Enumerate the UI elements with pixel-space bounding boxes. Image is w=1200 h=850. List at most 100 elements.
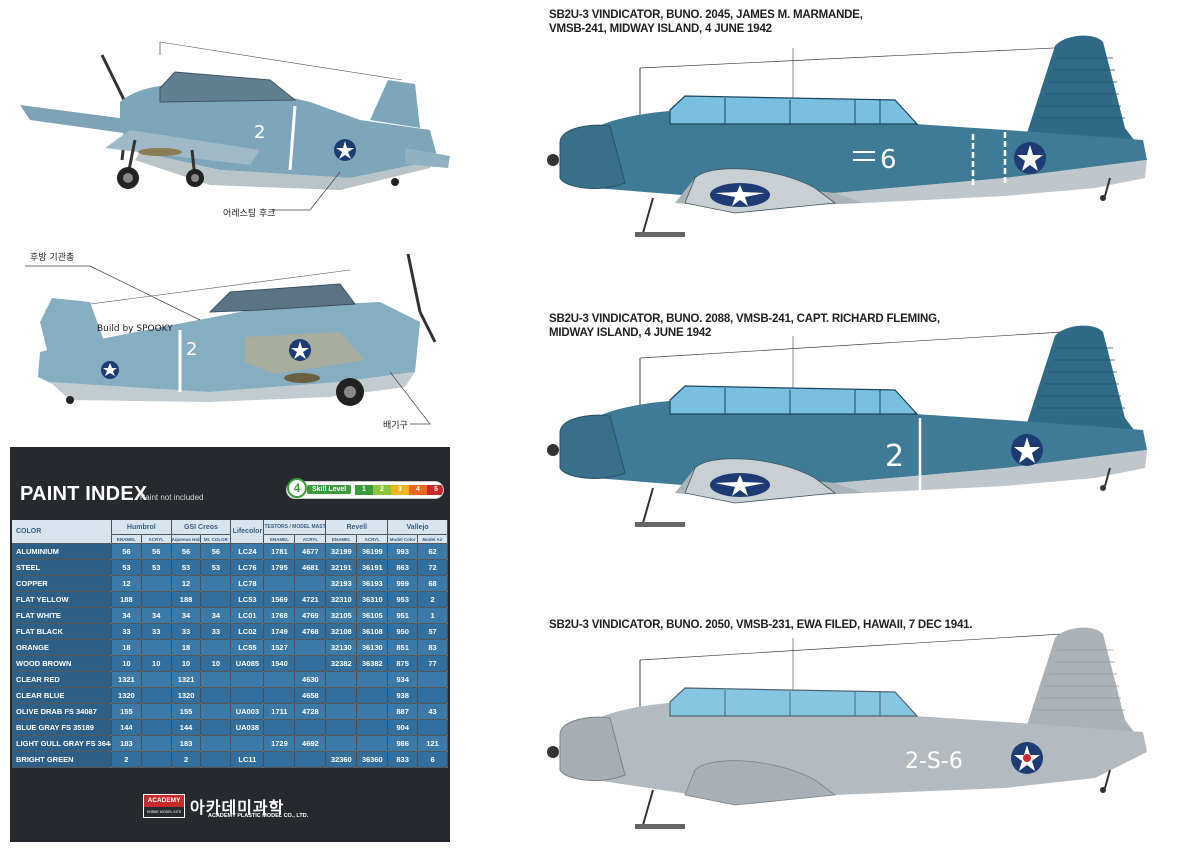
academy-korean-name: 아카데미과학 <box>190 800 285 817</box>
paint-code-cell <box>356 735 389 752</box>
paint-code-cell: 2 <box>417 591 448 608</box>
paint-code-cell <box>200 591 232 608</box>
paint-code-cell: 4721 <box>294 591 327 608</box>
academy-logo-top: ACADEMY <box>144 795 184 807</box>
photo-code-text: 2 <box>254 122 265 143</box>
paint-code-cell <box>325 719 358 736</box>
skill-level-bar: Skill Level 1 2 3 4 5 <box>286 481 444 499</box>
paint-code-cell: 144 <box>171 719 202 736</box>
paint-code-cell <box>200 751 232 768</box>
paint-code-cell <box>294 655 327 672</box>
profile-2-title-line2: MIDWAY ISLAND, 4 JUNE 1942 <box>549 327 712 339</box>
paint-code-cell <box>417 687 448 704</box>
paint-code-cell <box>294 575 327 592</box>
paint-code-cell: 56 <box>171 543 202 560</box>
paint-code-cell: 36191 <box>356 559 389 576</box>
paint-code-cell: 4769 <box>294 607 327 624</box>
header-vallejo: Vallejo <box>387 520 448 535</box>
paint-code-cell: 851 <box>387 639 419 656</box>
paint-color-name: COPPER <box>12 575 112 592</box>
paint-code-cell: 1 <box>417 607 448 624</box>
header-gsi-creos: GSI Creos <box>171 520 232 535</box>
paint-code-cell: 57 <box>417 623 448 640</box>
paint-code-cell: LC11 <box>230 751 265 768</box>
paint-code-cell <box>230 687 265 704</box>
paint-code-cell <box>356 671 389 688</box>
paint-code-cell: 18 <box>111 639 142 656</box>
skill-step-2: 2 <box>373 485 391 495</box>
paint-code-cell: 1569 <box>263 591 296 608</box>
paint-code-cell: 1711 <box>263 703 296 720</box>
paint-color-name: FLAT YELLOW <box>12 591 112 608</box>
paint-code-cell <box>325 703 358 720</box>
paint-code-cell: 999 <box>387 575 419 592</box>
paint-code-cell: 56 <box>111 543 142 560</box>
paint-code-cell: 53 <box>171 559 202 576</box>
paint-code-cell: 33 <box>200 623 232 640</box>
paint-code-cell: LC53 <box>230 591 265 608</box>
paint-subheader-row: ENAMEL ACRYL Aqueous Hobby Color Mr. COL… <box>12 534 448 544</box>
paint-code-cell <box>230 735 265 752</box>
paint-code-cell: 36108 <box>356 623 389 640</box>
paint-code-cell: 32105 <box>325 607 358 624</box>
sub-vallejo-model-color: Model Color <box>387 534 419 544</box>
paint-code-cell: LC01 <box>230 607 265 624</box>
profile-1-title-line2: VMSB-241, MIDWAY ISLAND, 4 JUNE 1942 <box>549 23 772 35</box>
paint-code-cell: 32193 <box>325 575 358 592</box>
paint-code-cell: 56 <box>141 543 172 560</box>
header-revell: Revell <box>325 520 389 535</box>
paint-code-cell: 12 <box>111 575 142 592</box>
paint-code-cell: 32191 <box>325 559 358 576</box>
paint-color-name: CLEAR BLUE <box>12 687 112 704</box>
skill-step-5: 5 <box>427 485 443 495</box>
paint-code-cell: 986 <box>387 735 419 752</box>
paint-code-cell: 43 <box>417 703 448 720</box>
paint-code-cell: 188 <box>171 591 202 608</box>
paint-index-subtitle: - Paint not included <box>135 493 204 502</box>
paint-code-cell: 32130 <box>325 639 358 656</box>
paint-code-cell <box>141 735 172 752</box>
paint-code-cell: LC02 <box>230 623 265 640</box>
paint-code-cell: 4658 <box>294 687 327 704</box>
paint-code-cell: 1527 <box>263 639 296 656</box>
paint-code-cell: 950 <box>387 623 419 640</box>
paint-color-name: OLIVE DRAB FS 34087 <box>12 703 112 720</box>
paint-color-name: STEEL <box>12 559 112 576</box>
paint-code-cell <box>200 687 232 704</box>
paint-code-cell <box>141 719 172 736</box>
profile-2-code: 2 <box>885 439 904 474</box>
paint-color-name: FLAT BLACK <box>12 623 112 640</box>
paint-code-cell: UA085 <box>230 655 265 672</box>
paint-code-cell <box>200 735 232 752</box>
paint-code-cell: LC76 <box>230 559 265 576</box>
paint-code-cell <box>141 751 172 768</box>
paint-code-cell <box>141 703 172 720</box>
paint-code-cell: 77 <box>417 655 448 672</box>
academy-logo-bottom: HOBBY MODEL KITS <box>146 810 182 814</box>
paint-code-cell <box>356 687 389 704</box>
paint-code-cell: 68 <box>417 575 448 592</box>
paint-code-cell: 188 <box>111 591 142 608</box>
paint-code-cell: 875 <box>387 655 419 672</box>
paint-code-cell: 155 <box>111 703 142 720</box>
paint-code-cell: 34 <box>171 607 202 624</box>
paint-code-cell <box>294 719 327 736</box>
skill-step-1: 1 <box>355 485 373 495</box>
paint-code-cell: 36105 <box>356 607 389 624</box>
paint-code-cell: 33 <box>171 623 202 640</box>
paint-code-cell: LC24 <box>230 543 265 560</box>
skill-step-4: 4 <box>409 485 427 495</box>
header-color: COLOR <box>12 520 112 544</box>
paint-code-cell <box>263 719 296 736</box>
paint-code-cell: 62 <box>417 543 448 560</box>
paint-code-cell: 1321 <box>171 671 202 688</box>
paint-code-cell: 53 <box>141 559 172 576</box>
sub-gsi-aqueous: Aqueous Hobby Color <box>171 534 202 544</box>
